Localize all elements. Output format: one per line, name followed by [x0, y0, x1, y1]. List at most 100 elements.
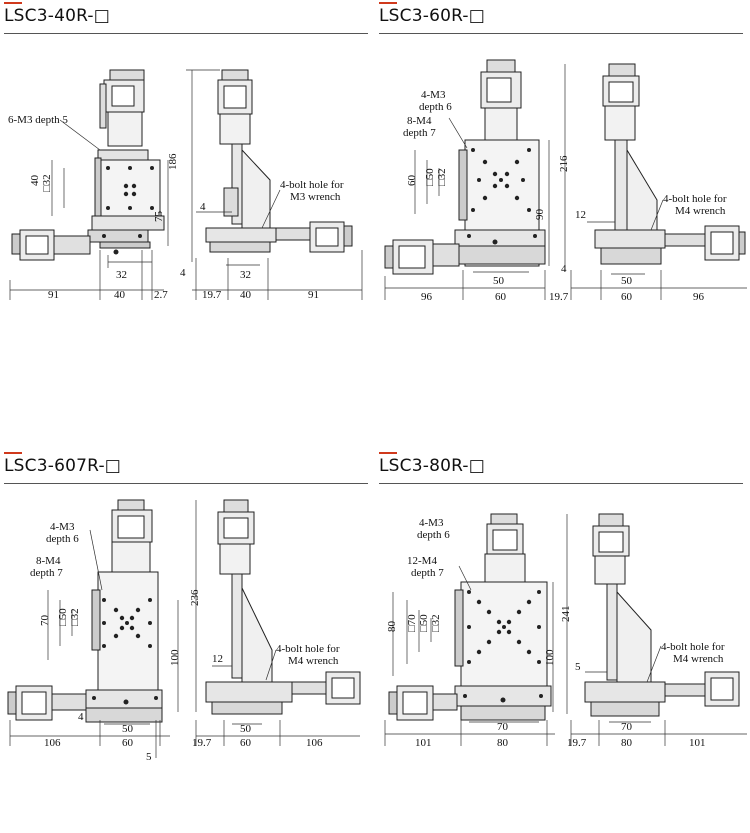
technical-drawing: 4-M3 depth 6 8-M4 depth 7 4-bolt hole fo…	[7, 499, 361, 763]
note-holes-a1: 4-M3	[421, 89, 446, 101]
dim-width-front: 60	[122, 737, 134, 749]
dim-inner-sq: □32	[41, 174, 53, 192]
dim-width-front: 40	[114, 289, 126, 301]
title-accent	[379, 2, 397, 4]
dim-height: 216	[558, 155, 570, 172]
dim-knob-right: 106	[306, 737, 323, 749]
dim-stage-h: 90	[534, 209, 546, 221]
stage-plate	[460, 581, 548, 693]
note-holes-a2: depth 6	[419, 101, 452, 113]
dim-w-small-front: 50	[122, 723, 134, 735]
dim-w-small-side: 50	[240, 723, 252, 735]
dim-w-small-front: 50	[493, 275, 505, 287]
dim-height: 236	[189, 589, 201, 606]
dim-stage-h: 100	[169, 649, 181, 666]
dim-offset: 5	[575, 661, 581, 673]
dim-w-small-front: 70	[497, 721, 509, 733]
dim-offset-side: 19.7	[192, 737, 212, 749]
dim-inner-sq1: □50	[57, 608, 69, 626]
dim-width-side: 60	[621, 291, 633, 303]
technical-drawing: 4-M3 depth 6 12-M4 depth 7 4-bolt hole f…	[384, 513, 747, 749]
dim-gap: 5	[146, 751, 152, 763]
note-holes-a2: depth 6	[417, 529, 450, 541]
dim-offset-side: 19.7	[549, 291, 569, 303]
dim-knob-left: 106	[44, 737, 61, 749]
dim-inner-sq1: □50	[424, 168, 436, 186]
dim-knob-left: 91	[48, 289, 59, 301]
note-bolt-1: 4-bolt hole for	[663, 193, 727, 205]
dim-inner-sq2: □50	[418, 614, 430, 632]
dim-base-t: 4	[561, 263, 567, 275]
dim-stage-h: 75	[153, 211, 165, 223]
note-holes-a1: 4-M3	[419, 517, 444, 529]
dim-side-sq: 40	[29, 175, 41, 187]
dim-gap: 2.7	[154, 289, 168, 301]
dim-w-small-side: 70	[621, 721, 633, 733]
technical-drawing: 6-M3 depth 5 4-bolt hole for M3 wrench 4…	[8, 69, 363, 301]
dim-height: 241	[560, 606, 572, 623]
dim-width-side: 40	[240, 289, 252, 301]
dim-side-sq: 60	[406, 175, 418, 187]
dim-inner-sq2: □32	[69, 608, 81, 626]
note-bolt-1: 4-bolt hole for	[661, 641, 725, 653]
note-holes-a1: 4-M3	[50, 521, 75, 533]
note-holes-b1: 8-M4	[36, 555, 61, 567]
dim-base-t: 4	[78, 711, 84, 723]
dim-base-t: 4	[180, 267, 186, 279]
panel-lsc3-60r: LSC3-60R-□	[375, 0, 750, 383]
title-accent	[4, 2, 22, 4]
dim-inner-sq2: □32	[436, 168, 448, 186]
note-bolt-2: M4 wrench	[673, 653, 724, 665]
dim-side-sq: 70	[39, 615, 51, 627]
dim-stage-h: 100	[544, 649, 556, 666]
note-bolt-1: 4-bolt hole for	[280, 179, 344, 191]
note-holes-b1: 8-M4	[407, 115, 432, 127]
motor-cap	[109, 69, 145, 81]
panel-lsc3-80r: LSC3-80R-□	[375, 450, 750, 833]
title-accent	[4, 452, 22, 454]
dim-offset-side: 19.7	[567, 737, 587, 749]
dim-offset: 4	[200, 201, 206, 213]
dim-w-small-side: 50	[621, 275, 633, 287]
note-bolt-1: 4-bolt hole for	[276, 643, 340, 655]
note-holes-b1: 12-M4	[407, 555, 437, 567]
dim-knob-right: 91	[308, 289, 319, 301]
dim-knob-left: 101	[415, 737, 432, 749]
panel-title: LSC3-80R-□	[379, 456, 486, 476]
note-holes-b2: depth 7	[411, 567, 444, 579]
title-rule	[379, 33, 743, 34]
dim-inner-sq1: □70	[406, 614, 418, 632]
dim-offset-side: 19.7	[202, 289, 222, 301]
title-rule	[379, 483, 743, 484]
dim-height: 186	[167, 153, 179, 170]
dim-w-small-side: 32	[240, 269, 251, 281]
dim-width-side: 60	[240, 737, 252, 749]
note-holes-b2: depth 7	[403, 127, 436, 139]
panel-lsc3-607r: LSC3-607R-□	[0, 450, 375, 833]
dim-width-side: 80	[621, 737, 633, 749]
title-rule	[4, 483, 368, 484]
technical-drawing: 4-M3 depth 6 8-M4 depth 7 4-bolt hole fo…	[384, 59, 747, 303]
note-holes-a2: depth 6	[46, 533, 79, 545]
note-holes-b2: depth 7	[30, 567, 63, 579]
panel-title: LSC3-40R-□	[4, 6, 111, 26]
dim-width-front: 60	[495, 291, 507, 303]
dim-knob-right: 96	[693, 291, 705, 303]
dim-offset: 12	[575, 209, 586, 221]
dim-inner-sq3: □32	[430, 614, 442, 632]
panel-title: LSC3-607R-□	[4, 456, 122, 476]
stage-plate	[97, 571, 159, 693]
note-bolt-2: M3 wrench	[290, 191, 341, 203]
dim-knob-left: 96	[421, 291, 433, 303]
note-holes: 6-M3 depth 5	[8, 114, 68, 126]
dim-side-sq: 80	[386, 621, 398, 633]
dim-knob-right: 101	[689, 737, 706, 749]
dim-w-small-front: 32	[116, 269, 127, 281]
panel-lsc3-40r: LSC3-40R-□	[0, 0, 375, 383]
title-accent	[379, 452, 397, 454]
panel-title: LSC3-60R-□	[379, 6, 486, 26]
dim-width-front: 80	[497, 737, 509, 749]
note-bolt-2: M4 wrench	[288, 655, 339, 667]
coupling	[107, 111, 143, 147]
title-rule	[4, 33, 368, 34]
